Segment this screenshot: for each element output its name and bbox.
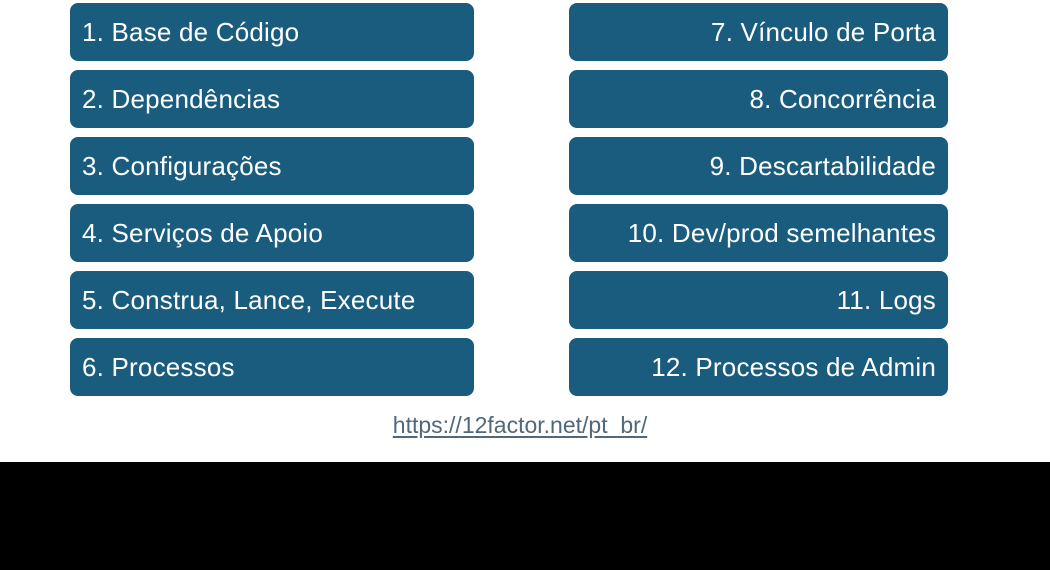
factor-label: 6. Processos — [82, 351, 235, 382]
factor-box-7: 7. Vínculo de Porta — [569, 3, 948, 61]
factor-label: 5. Construa, Lance, Execute — [82, 284, 416, 315]
factor-label: 12. Processos de Admin — [651, 351, 936, 382]
factor-box-11: 11. Logs — [569, 271, 948, 329]
factor-box-3: 3. Configurações — [70, 137, 474, 195]
factor-box-12: 12. Processos de Admin — [569, 338, 948, 396]
factor-label: 8. Concorrência — [749, 83, 936, 114]
factor-label: 2. Dependências — [82, 83, 281, 114]
factor-label: 10. Dev/prod semelhantes — [627, 217, 936, 248]
factor-box-6: 6. Processos — [70, 338, 474, 396]
twelve-factor-link[interactable]: https://12factor.net/pt_br/ — [392, 412, 648, 438]
factor-label: 7. Vínculo de Porta — [711, 16, 936, 47]
factor-box-1: 1. Base de Código — [70, 3, 474, 61]
factor-label: 1. Base de Código — [82, 16, 300, 47]
factors-left-column: 1. Base de Código 2. Dependências 3. Con… — [70, 3, 474, 396]
factor-box-5: 5. Construa, Lance, Execute — [70, 271, 474, 329]
factor-label: 11. Logs — [836, 284, 936, 315]
black-bottom-bar — [0, 462, 1050, 570]
factor-box-10: 10. Dev/prod semelhantes — [569, 204, 948, 262]
factor-box-8: 8. Concorrência — [569, 70, 948, 128]
factors-right-column: 7. Vínculo de Porta 8. Concorrência 9. D… — [569, 3, 948, 396]
factor-box-4: 4. Serviços de Apoio — [70, 204, 474, 262]
factor-box-9: 9. Descartabilidade — [569, 137, 948, 195]
slide: 1. Base de Código 2. Dependências 3. Con… — [70, 3, 948, 438]
factor-label: 4. Serviços de Apoio — [82, 217, 324, 248]
factor-box-2: 2. Dependências — [70, 70, 474, 128]
factor-label: 3. Configurações — [82, 150, 282, 181]
factor-label: 9. Descartabilidade — [709, 150, 936, 181]
